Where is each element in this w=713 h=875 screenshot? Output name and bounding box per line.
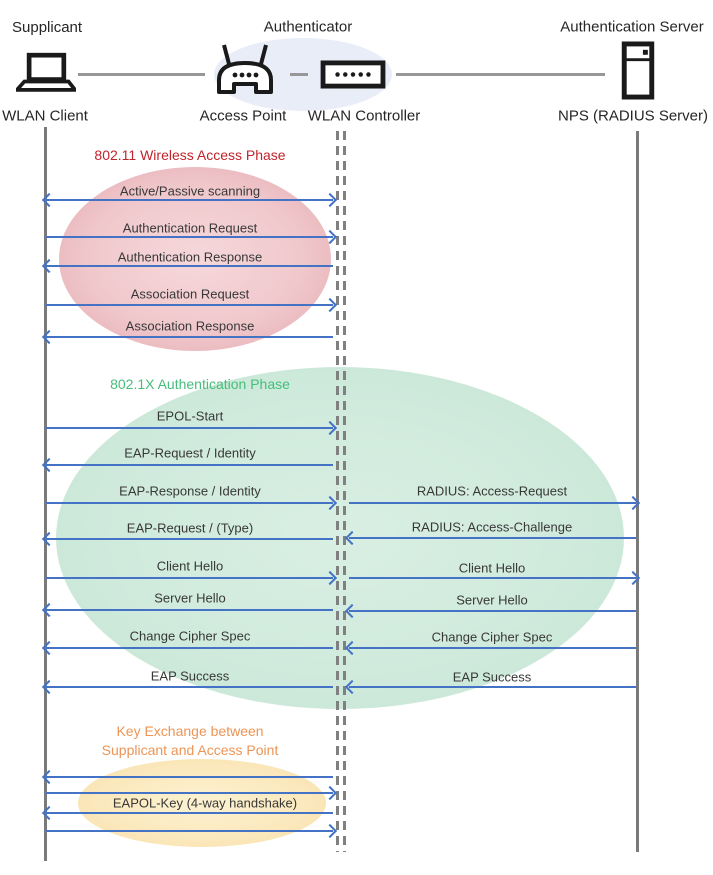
controller-lifeline-dash-1 — [336, 131, 339, 852]
arrow-change-cipher-spec-right — [349, 647, 636, 649]
msg-eap-success-left: EAP Success — [150, 668, 230, 684]
arrow-server-hello-right — [349, 610, 636, 612]
arrow-eap-response-identity — [46, 502, 333, 504]
msg-server-hello-right: Server Hello — [456, 592, 528, 608]
device-access-point: Access Point — [199, 107, 287, 125]
role-supplicant: Supplicant — [12, 19, 83, 36]
phase-title-key-exchange-line2: Supplicant and Access Point — [101, 742, 279, 758]
controller-to-server-link — [396, 73, 605, 76]
msg-server-hello-left: Server Hello — [154, 590, 226, 606]
client-to-ap-link — [78, 73, 205, 76]
controller-lifeline-dash-2 — [343, 131, 346, 852]
device-wlan-controller: WLAN Controller — [307, 107, 421, 125]
ap-to-controller-link — [290, 73, 308, 76]
access-point-icon — [217, 44, 273, 94]
arrow-client-hello-left — [46, 577, 333, 579]
msg-epol-start: EPOL-Start — [156, 408, 224, 424]
arrow-epol-start — [46, 427, 333, 429]
msg-change-cipher-spec-left: Change Cipher Spec — [129, 628, 251, 644]
phase-title-dot1x: 802.1X Authentication Phase — [110, 376, 290, 392]
device-wlan-client: WLAN Client — [2, 107, 88, 125]
arrow-eap-success-right — [349, 686, 636, 688]
arrow-eapol-key-1 — [46, 776, 333, 778]
msg-active-passive-scanning: Active/Passive scanning — [119, 183, 261, 199]
msg-authentication-response: Authentication Response — [117, 249, 263, 265]
msg-client-hello-left: Client Hello — [156, 558, 224, 574]
msg-eapol-key: EAPOL-Key (4-way handshake) — [112, 795, 298, 811]
arrow-client-hello-right — [349, 577, 636, 579]
msg-client-hello-right: Client Hello — [458, 560, 526, 576]
msg-eap-success-right: EAP Success — [452, 669, 532, 685]
msg-association-response: Association Response — [125, 318, 255, 334]
arrow-association-request — [46, 304, 333, 306]
msg-radius-access-request: RADIUS: Access-Request — [416, 483, 568, 499]
arrow-association-response — [46, 336, 333, 338]
arrow-eapol-key-2 — [46, 792, 333, 794]
role-authenticator: Authenticator — [263, 18, 353, 36]
laptop-icon — [16, 52, 76, 92]
role-authentication-server: Authentication Server — [560, 18, 704, 36]
msg-change-cipher-spec-right: Change Cipher Spec — [431, 629, 553, 645]
server-lifeline — [636, 131, 639, 852]
supplicant-lifeline — [44, 127, 47, 861]
arrow-active-passive-scanning — [46, 199, 333, 201]
msg-radius-access-challenge: RADIUS: Access-Challenge — [411, 519, 573, 535]
server-icon — [621, 41, 655, 100]
arrow-radius-access-request — [349, 502, 636, 504]
arrow-change-cipher-spec-left — [46, 647, 333, 649]
msg-authentication-request: Authentication Request — [122, 220, 258, 236]
wlan-controller-icon — [320, 60, 386, 89]
arrow-eap-request-identity — [46, 464, 333, 466]
msg-eap-response-identity: EAP-Response / Identity — [119, 483, 261, 499]
arrow-eapol-key-4 — [46, 830, 333, 832]
arrow-server-hello-left — [46, 609, 333, 611]
phase-title-wireless-access: 802.11 Wireless Access Phase — [94, 147, 286, 163]
device-nps: NPS (RADIUS Server) — [557, 107, 709, 125]
arrow-eap-success-left — [46, 686, 333, 688]
phase-title-key-exchange-line1: Key Exchange between — [116, 723, 264, 739]
key-exchange-ellipse — [78, 759, 326, 847]
msg-eap-request-identity: EAP-Request / Identity — [124, 445, 256, 461]
arrow-radius-access-challenge — [349, 537, 636, 539]
arrow-eap-request-type — [46, 538, 333, 540]
arrow-authentication-response — [46, 265, 333, 267]
msg-association-request: Association Request — [130, 286, 250, 302]
msg-eap-request-type: EAP-Request / (Type) — [126, 520, 254, 536]
arrow-authentication-request — [46, 236, 333, 238]
arrow-eapol-key-3 — [46, 812, 333, 814]
wireless-access-phase-ellipse — [59, 167, 331, 351]
